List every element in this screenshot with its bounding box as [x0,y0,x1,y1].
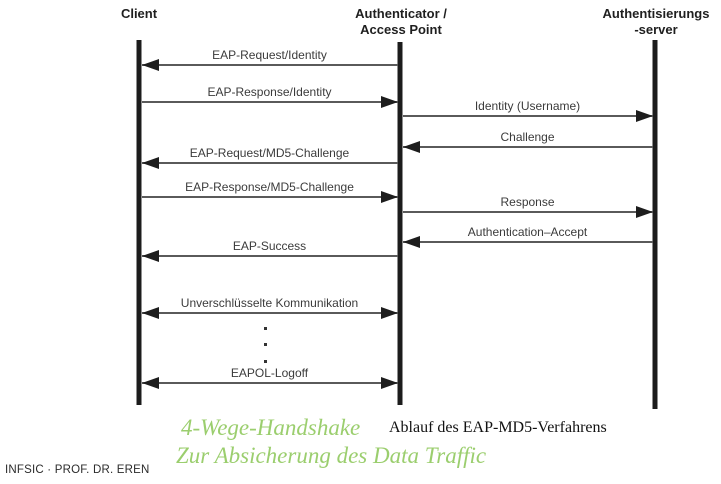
actor-label-auth-server: Authentisierungs -server [603,6,710,38]
message-label: EAP-Success [232,239,307,253]
actor-label-authenticator-line2: Access Point [360,22,442,37]
arrowhead-left [402,236,420,248]
handshake-note-line2: Zur Absicherung des Data Traffic [176,443,487,468]
message-arrow [402,146,653,148]
actor-label-client: Client [121,6,157,22]
message-label: EAP-Response/Identity [207,85,332,99]
message-label: EAPOL-Logoff [230,366,309,380]
message-arrow [141,312,398,314]
message-label: EAP-Request/Identity [212,48,327,62]
message-arrow [141,64,398,66]
arrowhead-right [635,206,653,218]
message-label: EAP-Request/MD5-Challenge [189,146,350,160]
actor-label-auth-server-line2: -server [634,22,678,37]
message-label: Authentication–Accept [467,225,588,239]
lifeline-client [136,40,142,405]
message-arrow [141,162,398,164]
message-arrow [402,211,653,213]
ellipsis-dot [264,360,267,363]
ellipsis-dot [264,343,267,346]
arrowhead-left [141,59,159,71]
message-arrow [141,101,398,103]
message-arrow [141,196,398,198]
message-label: Identity (Username) [474,99,581,113]
message-label: EAP-Response/MD5-Challenge [185,180,354,194]
actor-label-client-line: Client [120,6,158,21]
handshake-note-line1: 4-Wege-Handshake [181,415,361,440]
footer-credit: INFSIC · PROF. DR. EREN [5,464,150,476]
arrowhead-right [635,110,653,122]
arrowhead-left [141,377,159,389]
arrowhead-right [380,377,398,389]
message-label: Challenge [500,130,555,144]
arrowhead-right [380,307,398,319]
message-arrow [141,382,398,384]
arrowhead-left [402,141,420,153]
diagram-caption: Ablauf des EAP-MD5-Verfahrens [389,419,607,436]
message-label: Response [500,195,555,209]
arrowhead-left [141,307,159,319]
message-arrow [402,241,653,243]
ellipsis-dot [264,327,267,330]
arrowhead-right [380,96,398,108]
message-label: Unverschlüsselte Kommunikation [180,296,359,310]
lifeline-authenticator [397,42,403,405]
message-arrow [402,115,653,117]
actor-label-auth-server-line1: Authentisierungs [602,6,710,21]
actor-label-authenticator: Authenticator / Access Point [355,6,447,38]
arrowhead-left [141,157,159,169]
message-arrow [141,255,398,257]
arrowhead-left [141,250,159,262]
actor-label-authenticator-line1: Authenticator / [355,6,447,21]
arrowhead-right [380,191,398,203]
lifeline-auth-server [652,40,658,409]
